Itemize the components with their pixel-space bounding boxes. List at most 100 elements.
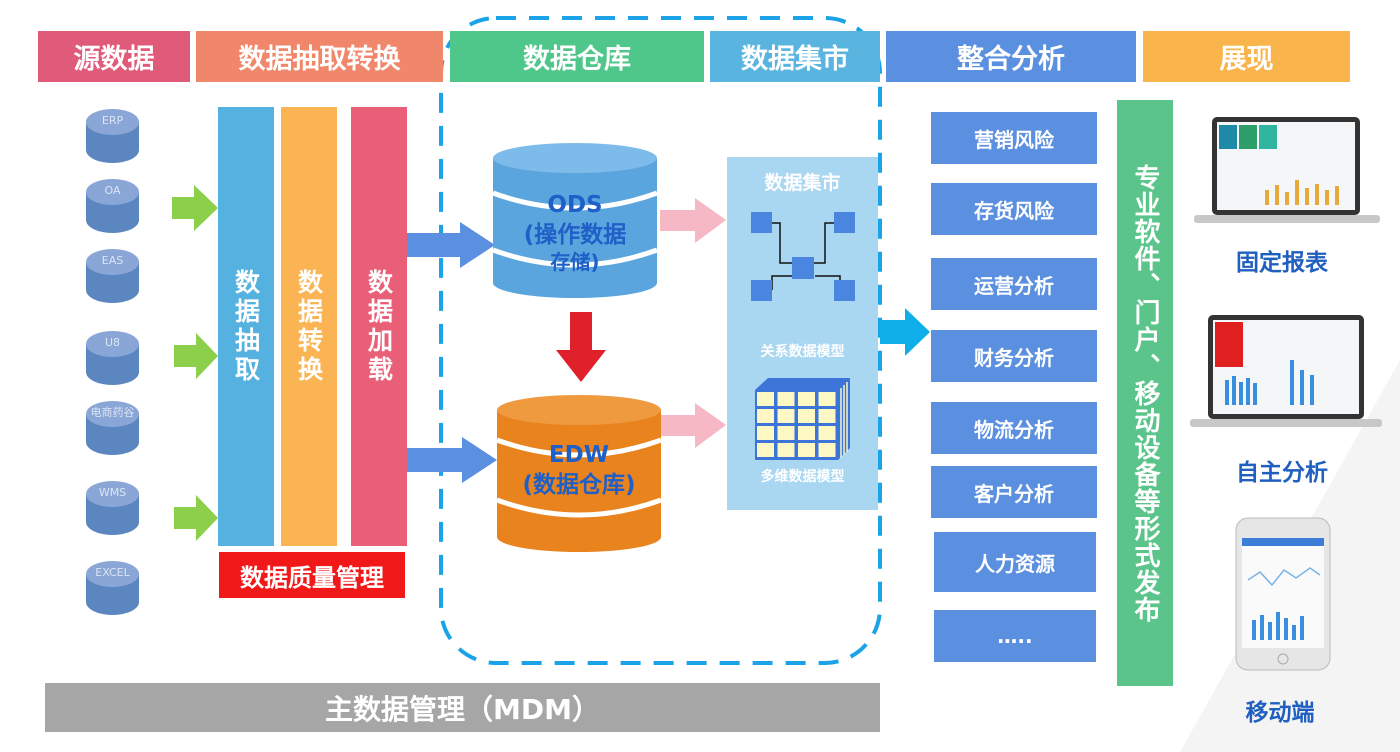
blue-arrows xyxy=(404,222,497,483)
screen-bar xyxy=(1268,622,1272,640)
database-icon xyxy=(86,109,139,163)
source-db-6: EXCEL xyxy=(86,560,139,616)
database-icon xyxy=(86,561,139,615)
screen-bar xyxy=(1310,375,1314,405)
source-label: WMS xyxy=(98,486,127,499)
ods-sub1: (操作数据 xyxy=(523,222,627,248)
cube-cell xyxy=(777,426,795,440)
database-icon xyxy=(86,481,139,535)
analysis-item: 人力资源 xyxy=(934,532,1096,592)
screen-bar xyxy=(1239,382,1243,405)
screen-bar xyxy=(1232,376,1236,405)
database-icon xyxy=(86,179,139,233)
analysis-item: 运营分析 xyxy=(931,258,1097,310)
analysis-item: 客户分析 xyxy=(931,466,1097,518)
cube-cell xyxy=(777,409,795,423)
etl-transform: 数据转换 xyxy=(281,107,337,546)
green-arrows xyxy=(172,185,218,541)
display-self-analysis: 自主分析 xyxy=(1236,460,1328,486)
analysis-item: 存货风险 xyxy=(931,183,1097,235)
etl-load: 数据加载 xyxy=(351,107,407,546)
header-analysis: 整合分析 xyxy=(886,31,1136,82)
screen-bar xyxy=(1225,380,1229,405)
screen-bar xyxy=(1300,616,1304,640)
edw-sub: (数据仓库) xyxy=(522,472,636,498)
down-arrow-icon xyxy=(556,312,606,382)
edw-label: EDW (数据仓库) xyxy=(497,440,661,500)
publish-bar: 专业软件、门户、移动设备等形式发布 xyxy=(1117,100,1173,686)
screen-bar xyxy=(1300,370,1304,405)
screen-bar xyxy=(1284,618,1288,640)
analysis-item: 财务分析 xyxy=(931,330,1097,382)
dashed-boundary xyxy=(439,16,882,665)
cube-cell xyxy=(777,392,795,406)
source-db-5: WMS xyxy=(86,480,139,536)
header-source: 源数据 xyxy=(38,31,190,82)
screen-bar xyxy=(1246,378,1250,405)
cube-cell xyxy=(818,409,836,423)
mdm-bar: 主数据管理（MDM） xyxy=(45,683,880,732)
screen-bar xyxy=(1253,383,1257,405)
pink-arrows xyxy=(660,198,726,448)
arrow-icon xyxy=(172,185,218,231)
display-fixed-report: 固定报表 xyxy=(1236,250,1328,276)
edw-cylinder xyxy=(496,395,662,552)
header-mart: 数据集市 xyxy=(710,31,880,82)
source-label: OA xyxy=(104,184,121,197)
arrow-icon xyxy=(174,495,218,541)
screen-bar xyxy=(1295,180,1299,205)
source-label: U8 xyxy=(104,336,121,349)
analysis-item: 物流分析 xyxy=(931,402,1097,454)
screen-line xyxy=(1247,567,1321,587)
data-quality-management: 数据质量管理 xyxy=(219,552,405,598)
cube-cell xyxy=(798,426,815,440)
screen-bar xyxy=(1315,184,1319,205)
cube-cell xyxy=(798,443,815,457)
etl-transform-label: 数据转换 xyxy=(294,268,324,385)
arrow-icon xyxy=(174,333,218,379)
source-db-4: 电商药谷 xyxy=(86,400,139,456)
etl-extract-label: 数据抽取 xyxy=(231,268,261,385)
screen-bar xyxy=(1275,185,1279,205)
screen-bar xyxy=(1305,188,1309,205)
source-db-2: EAS xyxy=(86,248,139,304)
screen-bar xyxy=(1290,360,1294,405)
etl-extract: 数据抽取 xyxy=(218,107,274,546)
publish-label: 专业软件、门户、移动设备等形式发布 xyxy=(1130,163,1160,623)
cube-cell xyxy=(818,392,836,406)
source-label: EAS xyxy=(101,254,124,267)
laptop-self-analysis xyxy=(1190,315,1382,427)
source-label: 电商药谷 xyxy=(90,406,135,419)
relational-model-label: 关系数据模型 xyxy=(760,344,845,360)
analysis-item: 营销风险 xyxy=(931,112,1097,164)
cube-cell xyxy=(777,443,795,457)
edw-title: EDW xyxy=(548,442,610,468)
database-icon xyxy=(86,331,139,385)
ods-cylinder xyxy=(492,143,658,298)
screen-bar xyxy=(1292,625,1296,640)
source-db-0: ERP xyxy=(86,108,139,164)
header-etl: 数据抽取转换 xyxy=(196,31,443,82)
cube-cell xyxy=(757,392,774,406)
phone-mobile xyxy=(1235,517,1331,671)
etl-load-label: 数据加载 xyxy=(364,268,394,385)
cube-cell xyxy=(757,426,774,440)
cube-cell xyxy=(818,426,836,440)
analysis-item: ….. xyxy=(934,610,1096,662)
source-label: ERP xyxy=(101,114,124,127)
cube-cell xyxy=(798,392,815,406)
multidim-model-label: 多维数据模型 xyxy=(760,469,845,485)
header-display: 展现 xyxy=(1143,31,1350,82)
source-db-1: OA xyxy=(86,178,139,234)
screen-bar xyxy=(1335,186,1339,205)
ods-title: ODS xyxy=(547,192,603,218)
screen-bar xyxy=(1265,190,1269,205)
screen-bar xyxy=(1252,620,1256,640)
screen-bar xyxy=(1276,612,1280,640)
mart-title: 数据集市 xyxy=(764,172,841,194)
display-mobile: 移动端 xyxy=(1245,700,1315,726)
screen-bar xyxy=(1285,192,1289,205)
cube-cell xyxy=(757,443,774,457)
screen-bar xyxy=(1325,190,1329,205)
